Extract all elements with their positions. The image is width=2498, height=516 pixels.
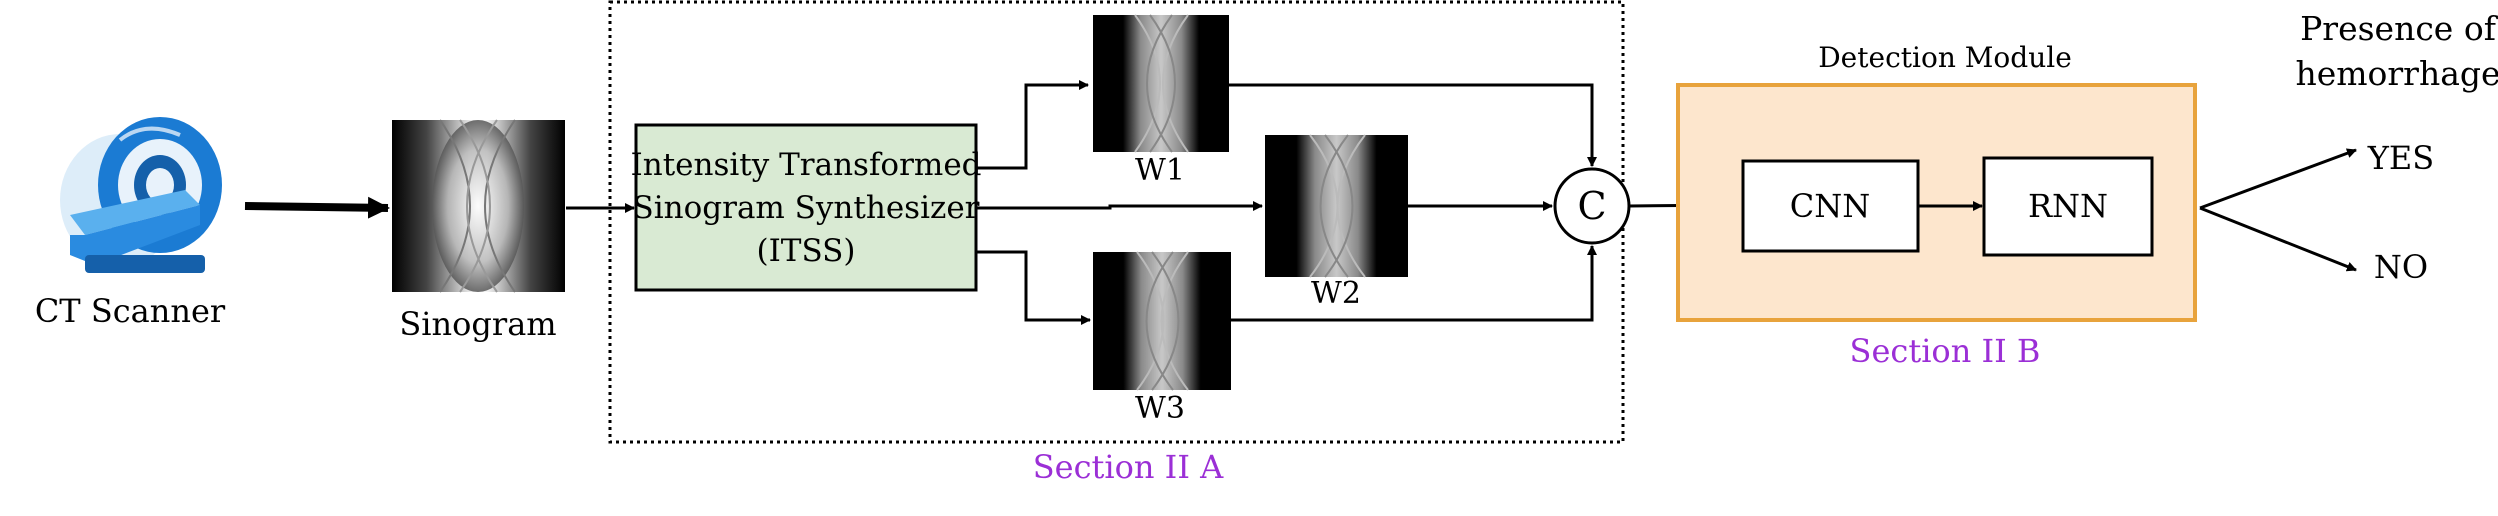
itss-label-line2: Sinogram Synthesizer [633,190,980,226]
no-label: NO [2374,248,2428,286]
ct-scanner-label: CT Scanner [35,292,226,330]
cnn-label: CNN [1790,187,1870,225]
cnn-box [1741,159,1920,253]
sinogram-image [392,119,565,293]
itss-to-w1-arrow [976,80,1089,170]
ct-scanner-icon [60,117,222,273]
w3-label: W3 [1135,391,1185,426]
detection-module-title: Detection Module [1818,41,2072,74]
itss-label-line1: Intensity Transformed [630,147,981,183]
w1-to-concat-arrow [1229,83,1597,167]
no-branch-arrow [2199,206,2357,272]
sinogram-label: Sinogram [399,305,556,343]
itss-label-line3: (ITSS) [756,233,855,269]
yes-branch-arrow [2199,148,2357,210]
itss-to-w2-arrow [976,201,1263,211]
w3-image [1093,251,1231,391]
presence-label-line1: Presence of [2300,9,2498,48]
w1-image [1093,14,1229,153]
section-b-label: Section II B [1850,332,2041,370]
rnn-box [1982,156,2154,257]
w3-to-concat-arrow [1231,245,1597,322]
presence-label-line2: hemorrhage [2295,54,2498,93]
rnn-label: RNN [2028,187,2108,225]
w2-label: W2 [1311,276,1361,311]
section-a-label: Section II A [1033,448,1224,486]
concat-label: C [1577,184,1606,228]
itss-box [634,123,978,292]
yes-label: YES [2367,139,2434,177]
w1-label: W1 [1135,153,1185,188]
itss-to-w3-arrow [976,250,1091,325]
scanner-to-sinogram-arrow [244,196,390,219]
w2-image [1265,134,1408,278]
